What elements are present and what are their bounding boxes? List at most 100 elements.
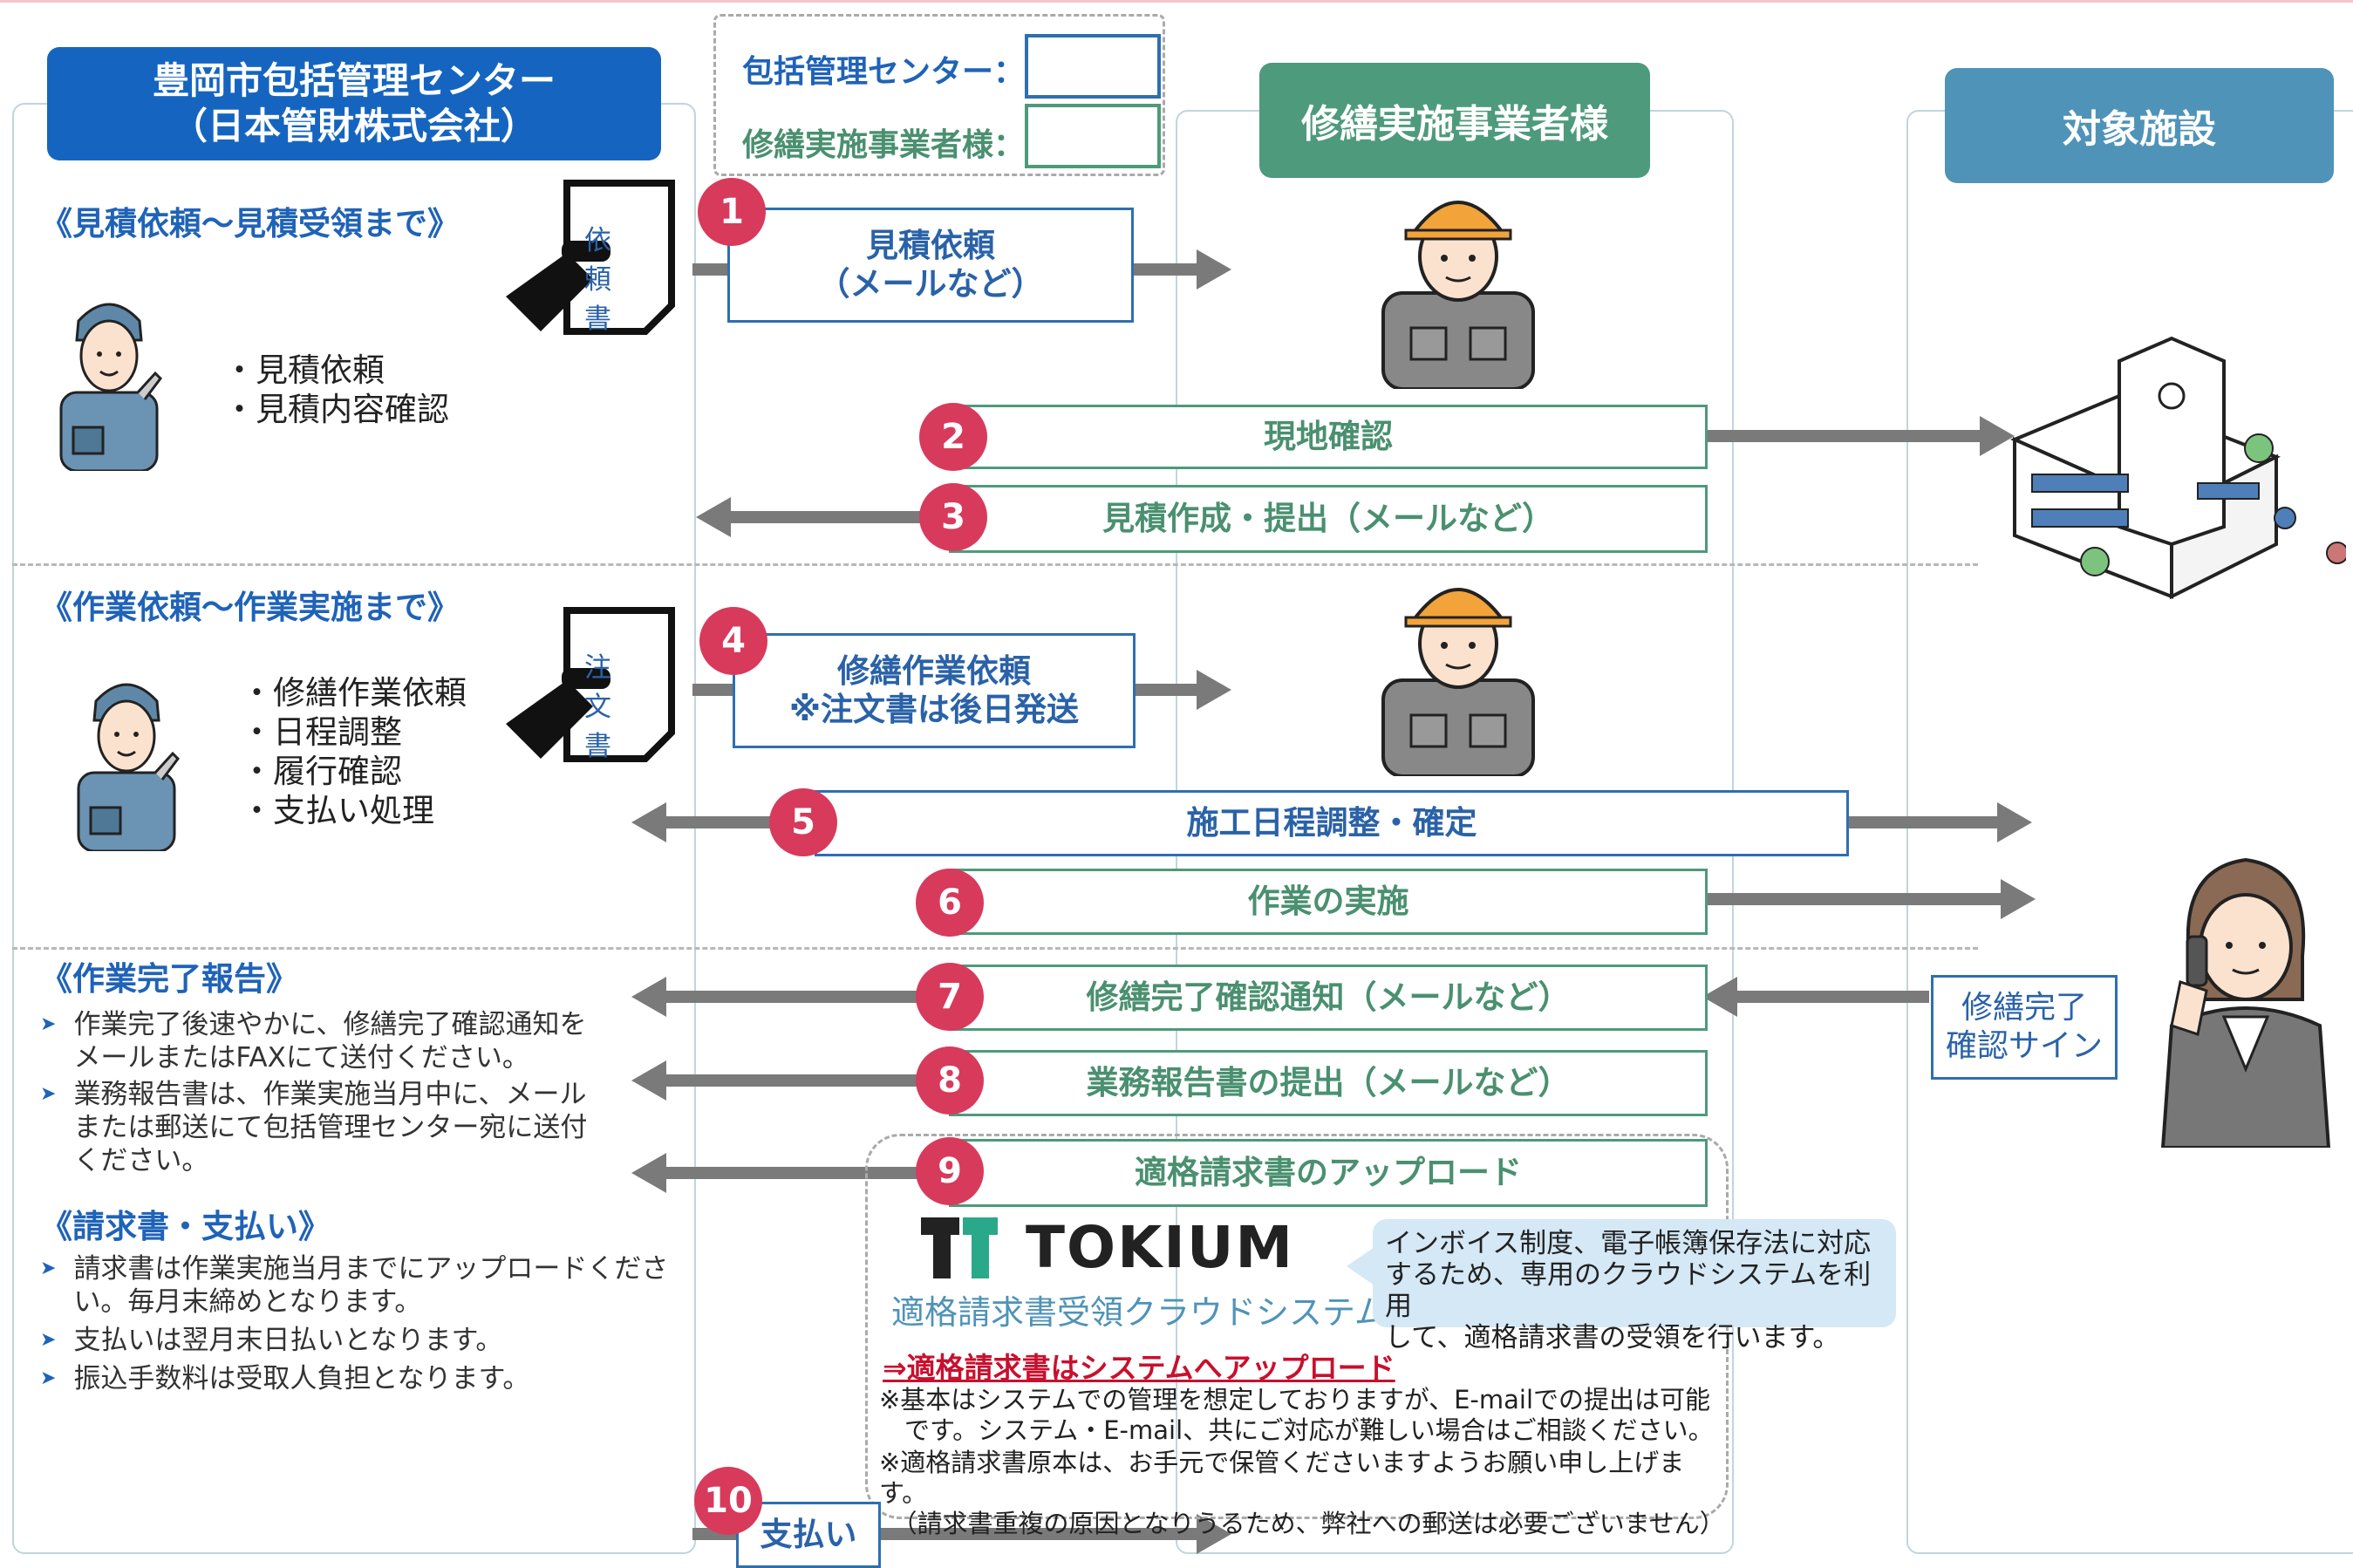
confirm-sign-line2: 確認サイン	[1945, 1028, 2103, 1064]
bullet-arrow-icon: ➤	[40, 1329, 57, 1351]
step-1-label: 見積依頼	[866, 227, 995, 264]
step-4-label: 修繕作業依頼	[837, 652, 1031, 690]
estimate-bullets: ・見積依頼 ・見積内容確認	[223, 351, 449, 429]
step-4-sublabel: ※注文書は後日発送	[789, 691, 1079, 728]
step-9-label: 適格請求書のアップロード	[1135, 1154, 1522, 1191]
step-6-box: 作業の実施	[949, 869, 1708, 935]
step-7-box: 修繕完了確認通知（メールなど）	[949, 965, 1708, 1031]
request-doc-label: 依頼書	[584, 225, 611, 335]
invoice-note: ➤ 振込手数料は受取人負担となります。	[40, 1362, 685, 1395]
legend-contractor-label: 修繕実施事業者様：	[742, 127, 1026, 163]
step-2-badge: 2	[919, 403, 987, 471]
step-7-badge: 7	[916, 963, 984, 1031]
center-header-line2: （日本管財株式会社）	[170, 105, 537, 147]
step-4-badge: 4	[699, 607, 767, 675]
step-8-badge: 8	[916, 1046, 984, 1115]
work-bullet: ・修繕作業依頼	[241, 674, 467, 712]
arrow-step6	[1702, 879, 2036, 919]
bullet-arrow-icon: ➤	[40, 1083, 57, 1105]
upload-link[interactable]: ⇒適格請求書はシステムへアップロード	[883, 1351, 1395, 1385]
legend: 包括管理センター： 修繕実施事業者様：	[713, 14, 1165, 176]
arrow-sign	[1702, 977, 1929, 1017]
order-doc-label: 注文書	[584, 652, 611, 762]
step-10-label: 支払い	[760, 1516, 857, 1553]
step-5-label: 施工日程調整・確定	[1186, 804, 1477, 842]
invoice-note-text: 支払いは翌月末日払いとなります。	[73, 1325, 503, 1356]
report-note: ➤ 作業完了後速やかに、修繕完了確認通知を メールまたはFAXにて送付ください。	[40, 1008, 668, 1074]
step-6-label: 作業の実施	[1247, 883, 1409, 920]
school-building-icon	[2009, 336, 2346, 600]
facility-header-label: 対象施設	[2063, 107, 2216, 152]
tokium-mark-icon	[921, 1217, 998, 1278]
separator-1	[12, 563, 1978, 566]
step-3-box: 見積作成・提出（メールなど）	[949, 485, 1708, 553]
invoice-note-text: 請求書は作業実施当月までにアップロードくださ い。毎月末締めとなります。	[73, 1253, 669, 1318]
work-bullet: ・日程調整	[241, 713, 402, 751]
report-note: ➤ 業務報告書は、作業実施当月中に、メール または郵送にて包括管理センター宛に送…	[40, 1078, 668, 1177]
step-2-box: 現地確認	[949, 405, 1708, 469]
work-bullet: ・支払い処理	[241, 792, 434, 829]
step-9-box: 適格請求書のアップロード	[949, 1139, 1708, 1207]
bullet-arrow-icon: ➤	[40, 1258, 57, 1279]
tokium-callout: インボイス制度、電子帳簿保存法に対応 するため、専用のクラウドシステムを利用 し…	[1373, 1219, 1896, 1353]
legend-center-label: 包括管理センター：	[742, 54, 1026, 90]
contractor-helmet-icon	[1381, 588, 1535, 776]
facility-staff-icon	[2160, 857, 2331, 1148]
arrow-step5-right	[1844, 802, 2032, 842]
tokium-logo: TOKIUM	[921, 1214, 1294, 1281]
center-header: 豊岡市包括管理センター （日本管財株式会社）	[47, 47, 661, 160]
step-4-box: 修繕作業依頼 ※注文書は後日発送	[733, 633, 1136, 748]
report-note-text: 作業完了後速やかに、修繕完了確認通知を メールまたはFAXにて送付ください。	[73, 1009, 587, 1074]
invoice-notes: ➤ 請求書は作業実施当月までにアップロードくださ い。毎月末締めとなります。 ➤…	[40, 1252, 685, 1395]
work-bullets: ・修繕作業依頼 ・日程調整 ・履行確認 ・支払い処理	[241, 673, 467, 830]
facility-column	[1906, 110, 2353, 1554]
bullet-arrow-icon: ➤	[40, 1013, 57, 1035]
step-1-box: 見積依頼 （メールなど）	[727, 208, 1134, 323]
arrow-step7	[631, 977, 944, 1017]
report-notes: ➤ 作業完了後速やかに、修繕完了確認通知を メールまたはFAXにて送付ください。…	[40, 1008, 668, 1177]
tokium-logo-text: TOKIUM	[1026, 1214, 1295, 1281]
step-6-badge: 6	[916, 869, 984, 937]
invoice-note: ➤ 支払いは翌月末日払いとなります。	[40, 1324, 685, 1357]
step-5-box: 施工日程調整・確定	[815, 790, 1849, 856]
step-5-badge: 5	[769, 788, 837, 856]
arrow-step8	[631, 1060, 944, 1101]
invoice-note: ➤ 請求書は作業実施当月までにアップロードくださ い。毎月末締めとなります。	[40, 1252, 685, 1319]
step-10-badge: 10	[694, 1467, 762, 1535]
step-3-label: 見積作成・提出（メールなど）	[1102, 500, 1554, 537]
work-bullet: ・履行確認	[241, 753, 402, 790]
step-1-badge: 1	[698, 178, 766, 246]
report-note-text: 業務報告書は、作業実施当月中に、メール または郵送にて包括管理センター宛に送付 …	[73, 1079, 588, 1176]
step-8-box: 業務報告書の提出（メールなど）	[949, 1050, 1708, 1116]
section-report: 《作業完了報告》	[40, 960, 298, 998]
step-9-badge: 9	[916, 1137, 984, 1205]
confirm-sign-line1: 修繕完了	[1961, 990, 2087, 1026]
legend-contractor-swatch	[1025, 104, 1161, 168]
contractor-header: 修繕実施事業者様	[1259, 63, 1650, 178]
contractor-header-label: 修繕実施事業者様	[1301, 102, 1608, 147]
separator-2	[12, 947, 1978, 950]
invoice-note-text: 振込手数料は受取人負担となります。	[73, 1363, 530, 1394]
section-work: 《作業依頼～作業実施まで》	[40, 589, 460, 626]
step-2-label: 現地確認	[1264, 418, 1393, 455]
estimate-bullet: ・見積依頼	[223, 351, 385, 389]
facility-header: 対象施設	[1945, 68, 2334, 183]
step-7-label: 修繕完了確認通知（メールなど）	[1086, 978, 1571, 1016]
tokium-subtitle: 適格請求書受領クラウドシステム	[891, 1293, 1388, 1332]
worker-icon	[77, 683, 180, 851]
tokium-note-2: ※適格請求書原本は、お手元で保管くださいますようお願い申し上げます。 （請求書重…	[879, 1448, 1725, 1538]
step-3-badge: 3	[919, 483, 987, 551]
callout-pointer	[1347, 1247, 1374, 1285]
confirm-sign-box: 修繕完了 確認サイン	[1931, 975, 2118, 1080]
estimate-bullet: ・見積内容確認	[223, 391, 449, 428]
arrow-step2	[1702, 416, 2015, 456]
tokium-callout-text: インボイス制度、電子帳簿保存法に対応 するため、専用のクラウドシステムを利用 し…	[1385, 1228, 1872, 1353]
tokium-note-1: ※基本はシステムでの管理を想定しておりますが、E-mailでの提出は可能 です。…	[879, 1385, 1714, 1445]
bullet-arrow-icon: ➤	[40, 1367, 57, 1389]
arrow-step9	[631, 1153, 944, 1193]
arrow-step3	[696, 497, 965, 537]
legend-center-swatch	[1025, 34, 1161, 99]
step-8-label: 業務報告書の提出（メールなど）	[1086, 1064, 1571, 1101]
center-header-line1: 豊岡市包括管理センター	[152, 59, 556, 102]
worker-icon	[59, 303, 162, 471]
